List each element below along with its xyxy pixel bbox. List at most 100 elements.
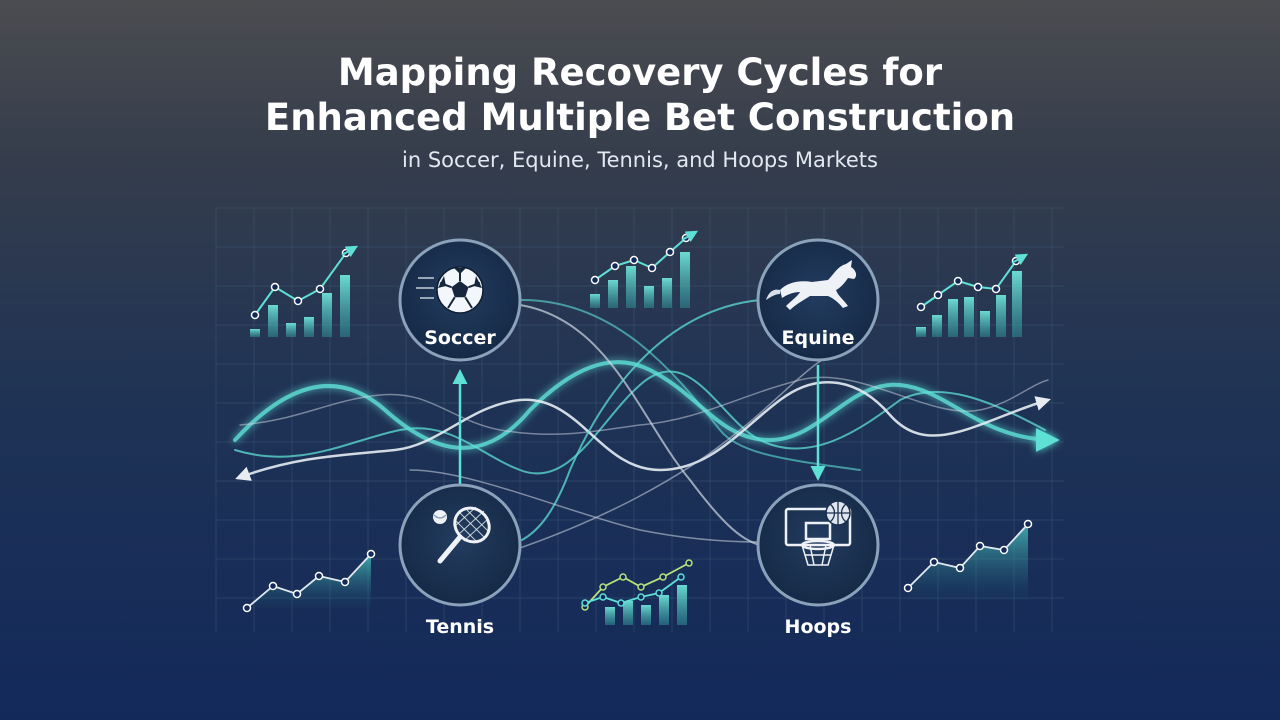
mini-point: [293, 296, 303, 306]
mini-point: [647, 263, 657, 273]
mini-bar: [1012, 271, 1022, 337]
cross-link-soccer-hoops-teal: [521, 299, 861, 471]
subtitle: in Soccer, Equine, Tennis, and Hoops Mar…: [402, 148, 878, 172]
cross-link-equine-tennis: [521, 299, 761, 541]
mini-point: [619, 573, 627, 581]
mini-bar: [322, 293, 332, 337]
basketball-hoop-icon: [784, 500, 852, 566]
mini-chart-top-right: [916, 253, 1029, 337]
soccer-label: Soccer: [424, 327, 496, 349]
node-tennis: Tennis: [398, 483, 522, 638]
mini-point: [268, 581, 278, 591]
mini-point: [677, 573, 685, 581]
mini-point: [665, 247, 675, 257]
mini-point: [315, 284, 325, 294]
horse-icon: [766, 260, 857, 310]
mini-bar: [250, 329, 260, 337]
mini-point: [659, 573, 667, 581]
mini-point: [250, 310, 260, 320]
mini-bar: [980, 311, 990, 337]
mini-area-line: [246, 553, 372, 609]
white-wave-faint: [239, 376, 1049, 436]
mini-point: [599, 593, 607, 601]
mini-point: [610, 261, 620, 271]
recovery-cycle-waves: [233, 299, 1060, 549]
mini-point: [903, 583, 913, 593]
mini-arrow: [341, 245, 359, 257]
mini-point: [973, 282, 983, 292]
cross-link-tennis-equine-white: [519, 349, 851, 549]
mini-bar: [677, 585, 687, 625]
mini-bar: [964, 297, 974, 337]
mini-bar: [608, 280, 618, 308]
mini-bar: [932, 315, 942, 337]
mini-point: [953, 276, 963, 286]
mini-point: [916, 302, 926, 312]
white-wave: [235, 381, 1051, 481]
mini-point: [637, 583, 645, 591]
mini-point: [655, 589, 663, 597]
cross-link-tennis-hoops: [409, 469, 761, 543]
node-soccer: Soccer: [398, 238, 522, 362]
tennis-label: Tennis: [426, 616, 494, 638]
flow-arrows: [452, 365, 826, 485]
title-line-1: Mapping Recovery Cycles for: [337, 51, 943, 94]
mini-bar: [626, 266, 636, 308]
mini-point: [975, 541, 985, 551]
mini-point: [617, 599, 625, 607]
mini-bar: [590, 294, 600, 308]
mini-point: [685, 559, 693, 567]
mini-point: [590, 275, 600, 285]
mini-bar: [996, 295, 1006, 337]
mini-bar: [659, 595, 669, 625]
mini-bar: [623, 601, 633, 625]
mini-point: [929, 557, 939, 567]
mini-bar: [644, 286, 654, 308]
mini-area: [247, 554, 371, 608]
teal-wave-secondary: [234, 370, 1046, 475]
soccer-ball-icon: [416, 266, 484, 314]
mini-point: [340, 577, 350, 587]
mini-chart-bottom-center: [581, 559, 693, 625]
mini-bar: [948, 299, 958, 337]
mini-bar: [268, 305, 278, 337]
mini-bar: [641, 605, 651, 625]
mini-bar: [340, 275, 350, 337]
mini-point: [599, 583, 607, 591]
mini-point: [999, 545, 1009, 555]
equine-label: Equine: [781, 327, 854, 349]
mini-area-line: [907, 523, 1029, 589]
mini-point: [955, 563, 965, 573]
node-equine: Equine: [756, 238, 880, 362]
mini-chart-top-center: [590, 230, 699, 308]
mini-trend-line: [584, 562, 690, 608]
mini-bar: [286, 323, 296, 337]
mini-bar: [304, 317, 314, 337]
mini-bar: [680, 252, 690, 308]
node-hoops: Hoops: [756, 483, 880, 638]
mini-area-chart-bottom-right: [903, 519, 1033, 600]
mini-point: [991, 284, 1001, 294]
mini-point: [581, 599, 589, 607]
title-line-2: Enhanced Multiple Bet Construction: [264, 96, 1016, 139]
mini-point: [314, 571, 324, 581]
mini-arrow: [681, 230, 699, 242]
cross-link-soccer-hoops: [519, 304, 761, 546]
mini-point: [637, 593, 645, 601]
mini-area-chart-bottom-left: [242, 549, 376, 613]
mini-point: [933, 290, 943, 300]
mini-bar: [605, 607, 615, 625]
mini-point: [292, 589, 302, 599]
mini-point: [270, 282, 280, 292]
mini-point: [366, 549, 376, 559]
mini-arrow: [1011, 253, 1029, 265]
mini-bar: [662, 278, 672, 308]
mini-point: [242, 603, 252, 613]
mini-charts: [242, 230, 1033, 625]
mini-area: [908, 524, 1028, 600]
mini-point: [1023, 519, 1033, 529]
mini-bar: [916, 327, 926, 337]
mini-point: [629, 255, 639, 265]
